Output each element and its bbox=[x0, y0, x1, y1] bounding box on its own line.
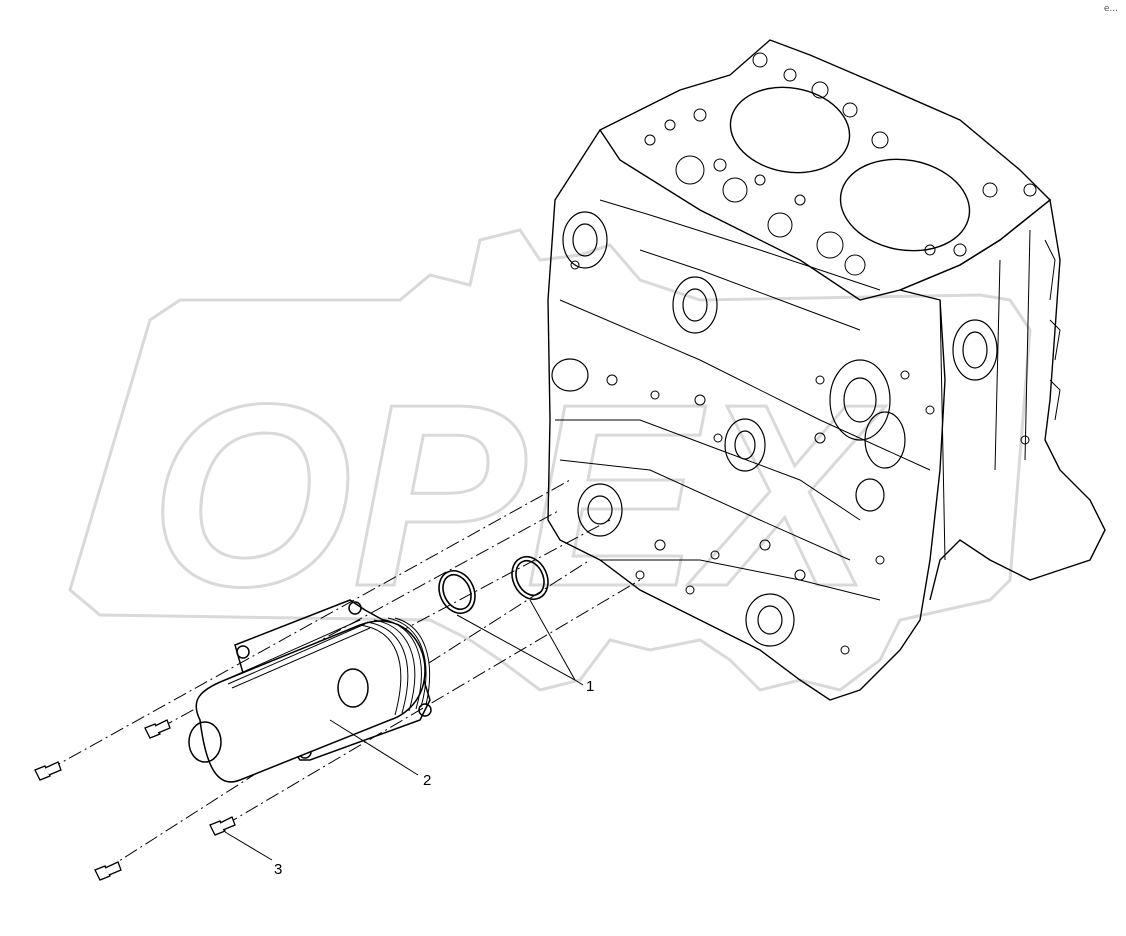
callout-2: 2 bbox=[423, 772, 431, 789]
watermark: OPEX bbox=[68, 228, 1032, 692]
o-ring-front bbox=[438, 570, 476, 614]
leader-lines bbox=[224, 599, 584, 861]
deck-holes bbox=[644, 52, 1037, 276]
leader-2 bbox=[329, 719, 419, 776]
block-top-deck bbox=[598, 39, 1052, 301]
front-face-small-holes bbox=[570, 260, 1030, 655]
bolt-4 bbox=[209, 816, 236, 836]
o-ring-rear bbox=[511, 556, 549, 600]
o-rings bbox=[438, 556, 549, 614]
bolts bbox=[34, 719, 236, 881]
bolt-2 bbox=[144, 719, 171, 739]
cylinder-bore-2 bbox=[839, 158, 971, 252]
oil-cooler-port-front bbox=[188, 721, 222, 763]
callout-labels: 1 2 3 bbox=[274, 678, 594, 878]
block-side-face bbox=[899, 198, 1106, 601]
callout-3: 3 bbox=[274, 861, 282, 878]
bolt-1 bbox=[34, 761, 62, 781]
cylinder-bore-1 bbox=[729, 86, 851, 174]
watermark-text: OPEX bbox=[150, 351, 886, 641]
callout-1: 1 bbox=[586, 678, 594, 695]
oil-cooler-port-rear bbox=[337, 668, 369, 708]
bolt-3 bbox=[94, 861, 122, 881]
leader-1b bbox=[529, 599, 576, 681]
corner-mark: e... bbox=[1103, 4, 1118, 14]
engine-block bbox=[547, 39, 1106, 701]
front-face-ribs bbox=[555, 199, 1061, 601]
block-front-face bbox=[547, 129, 946, 701]
oil-cooler-body bbox=[195, 620, 426, 783]
oil-cooler bbox=[188, 599, 432, 783]
watermark-gear-outline bbox=[68, 228, 1032, 692]
leader-3 bbox=[224, 831, 273, 861]
oil-cooler-fins bbox=[224, 617, 431, 716]
